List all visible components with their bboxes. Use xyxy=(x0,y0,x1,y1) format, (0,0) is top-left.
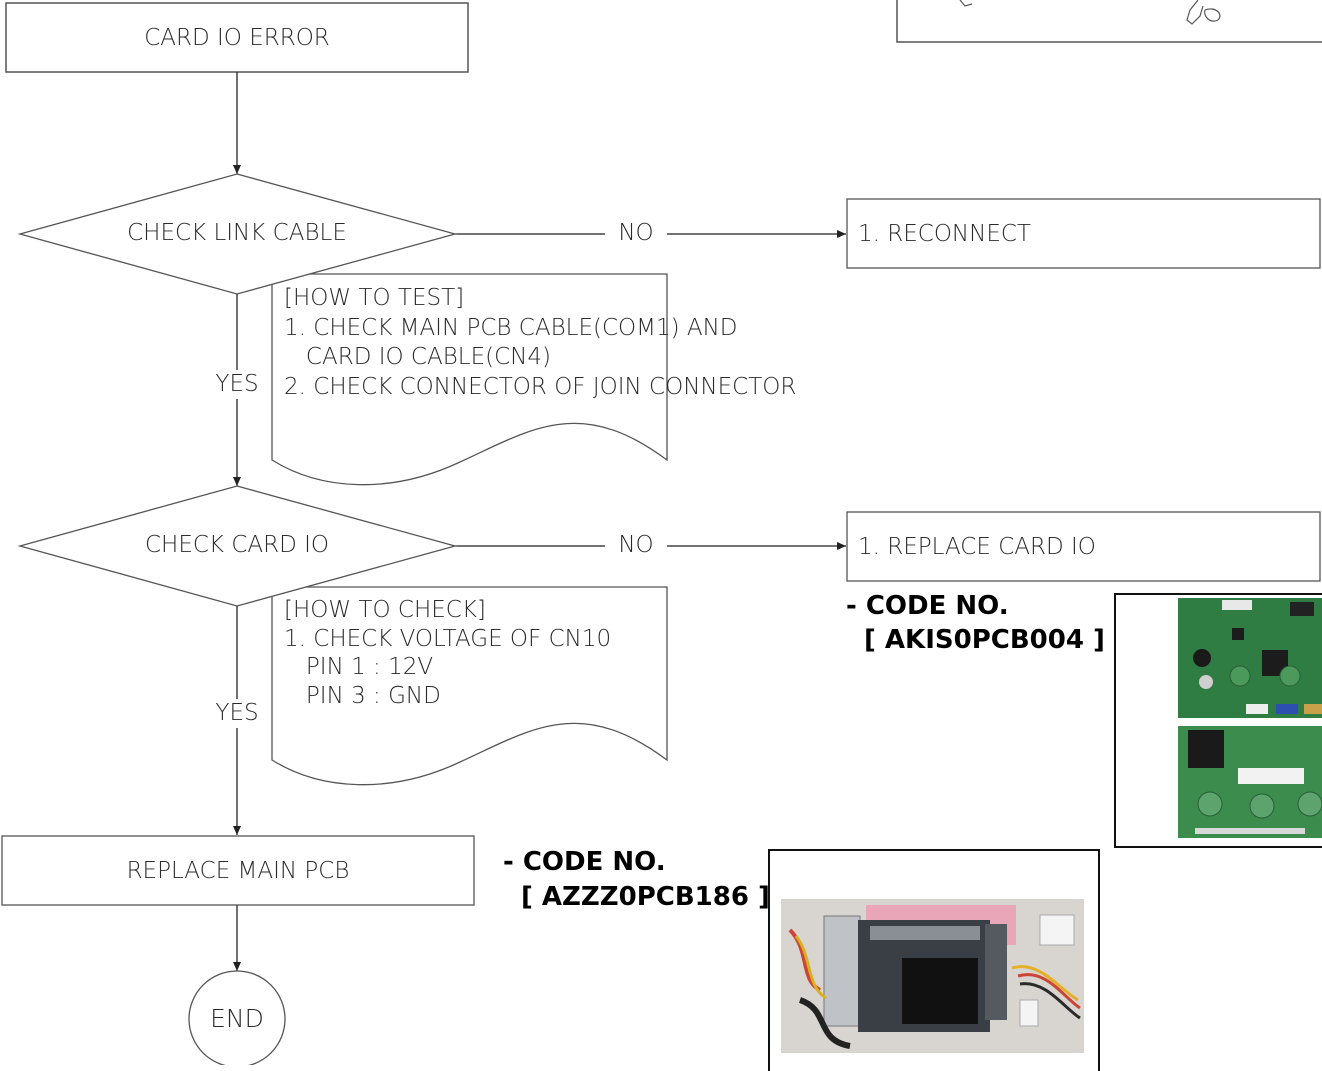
note-2-title: [HOW TO CHECK] xyxy=(284,597,486,623)
note-2-shape xyxy=(271,586,668,786)
replace-main-pcb-label: REPLACE MAIN PCB xyxy=(126,858,350,884)
decision-2-yes-label: YES xyxy=(207,699,267,728)
note-2-line-1: 1. CHECK VOLTAGE OF CN10 xyxy=(284,626,612,652)
top-right-frame xyxy=(896,0,1322,43)
action-1-label: 1. RECONNECT xyxy=(858,221,1031,247)
note-1-shape xyxy=(271,273,668,486)
end-label: END xyxy=(210,1004,264,1033)
decision-1-diamond xyxy=(17,173,458,295)
start-label: CARD IO ERROR xyxy=(144,25,330,51)
action-1-box xyxy=(846,198,1321,269)
decision-1-no-label: NO xyxy=(618,220,654,246)
action-2-label: 1. REPLACE CARD IO xyxy=(858,534,1096,560)
action-2-box xyxy=(846,511,1321,582)
card-io-code-label: - CODE NO. xyxy=(846,591,1009,621)
end-terminator xyxy=(188,970,286,1065)
card-io-code-value: [ AKIS0PCB004 ] xyxy=(864,625,1105,655)
note-1-line-1: 1. CHECK MAIN PCB CABLE(COM1) AND xyxy=(284,315,738,341)
card-io-photo-image xyxy=(1178,598,1322,838)
note-1-line-3: 2. CHECK CONNECTOR OF JOIN CONNECTOR xyxy=(284,374,797,400)
note-2-line-3: PIN 3 : GND xyxy=(284,683,441,709)
note-2-line-2: PIN 1 : 12V xyxy=(284,654,434,680)
decision-2-diamond xyxy=(17,485,458,607)
note-1-title: [HOW TO TEST] xyxy=(284,285,465,311)
start-box xyxy=(5,2,469,73)
main-pcb-photo-image xyxy=(781,899,1084,1053)
main-pcb-photo-frame xyxy=(768,849,1100,1071)
decision-1-yes-label: YES xyxy=(207,370,267,399)
main-pcb-code-value: [ AZZZ0PCB186 ] xyxy=(521,882,770,912)
decision-1-label: CHECK LINK CABLE xyxy=(127,220,347,246)
main-pcb-code-label: - CODE NO. xyxy=(503,847,666,877)
card-io-photo-frame xyxy=(1114,593,1322,848)
replace-main-pcb-box xyxy=(1,835,475,906)
note-1-line-2: CARD IO CABLE(CN4) xyxy=(284,344,551,370)
decision-2-no-label: NO xyxy=(618,532,654,558)
decision-2-label: CHECK CARD IO xyxy=(144,532,330,558)
